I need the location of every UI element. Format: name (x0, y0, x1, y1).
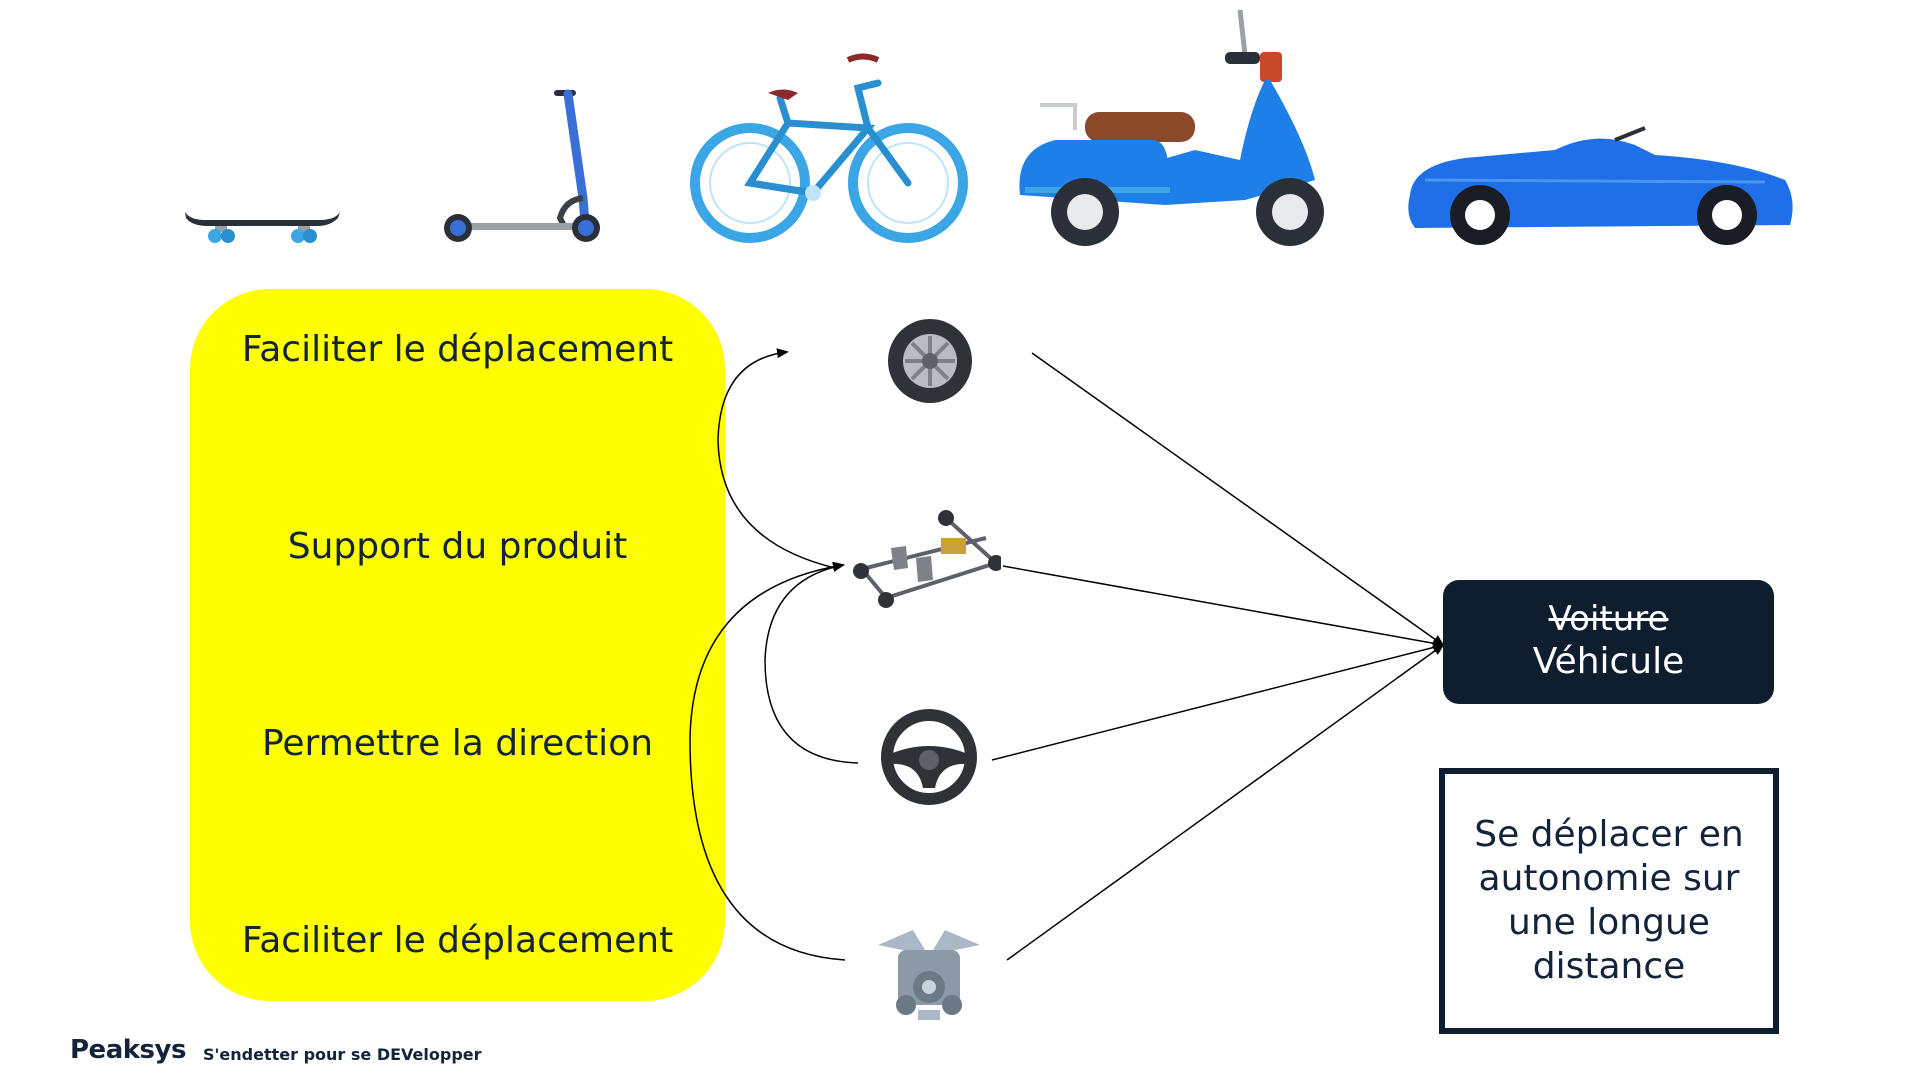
skateboard-icon (185, 212, 340, 243)
product-old-name: Voiture (1548, 599, 1669, 639)
chassis-icon (853, 510, 1001, 608)
need-box: Se déplacer en autonomie sur une longue … (1439, 768, 1779, 1034)
engine-icon (878, 930, 980, 1020)
need-text: Se déplacer en autonomie sur une longue … (1474, 814, 1744, 987)
functions-box: Faciliter le déplacement Support du prod… (190, 289, 725, 1001)
convertible-car-icon (1408, 126, 1793, 245)
product-new-name: Véhicule (1532, 641, 1685, 682)
function-label: Permettre la direction (261, 723, 654, 764)
brand-logo: Peaksys (70, 1035, 186, 1065)
function-label: Faciliter le déplacement (241, 329, 674, 370)
scooter-icon (444, 89, 600, 242)
function-label: Faciliter le déplacement (241, 920, 674, 961)
footer-tagline: S'endetter pour se DEVelopper (203, 1045, 482, 1064)
function-label: Support du produit (287, 526, 628, 567)
bicycle-icon (690, 53, 968, 243)
steering-wheel-icon (881, 709, 977, 805)
motor-scooter-icon (1019, 9, 1324, 246)
wheel-icon (888, 319, 972, 403)
product-box: Voiture Véhicule (1443, 580, 1774, 704)
